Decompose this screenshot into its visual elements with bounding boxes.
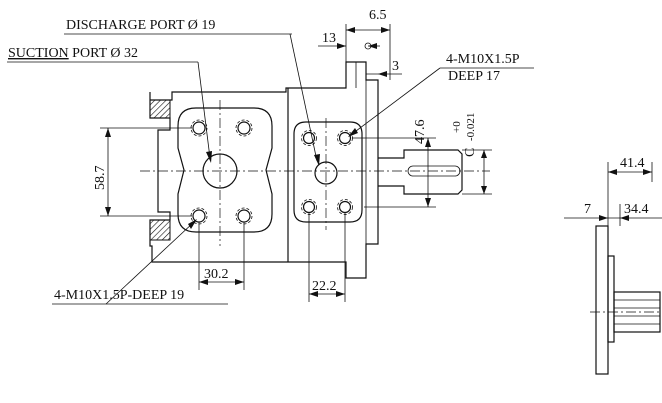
front-view-dimensions (100, 24, 492, 305)
dim-13: 13 (322, 31, 336, 46)
dim-30-2: 30.2 (204, 267, 229, 282)
shaft-tolerance-minus: -0.021 (465, 113, 477, 141)
pump-front-view (140, 61, 490, 279)
side-flange (595, 225, 609, 375)
dim-41-4: 41.4 (620, 156, 645, 171)
pump-side-view (564, 162, 662, 375)
dim-7: 7 (584, 202, 591, 217)
dim-6-5: 6.5 (369, 8, 387, 23)
drive-shaft (378, 149, 463, 195)
dim-58-7: 58.7 (93, 166, 108, 191)
shaft-tolerance-plus: +0 (451, 121, 463, 133)
discharge-bolt-holes (301, 130, 353, 215)
holes-top-label: 4-M10X1.5P (446, 52, 520, 67)
side-collar (607, 255, 615, 343)
suction-bolt-holes (190, 119, 253, 225)
holes-top-leader (351, 67, 441, 135)
suction-port-label-underlined: SUCTION (8, 46, 69, 61)
seal-top-hatch (149, 99, 171, 119)
holes-bottom-label: 4-M10X1.5P-DEEP 19 (54, 288, 184, 303)
suction-leader (197, 61, 211, 159)
dim-47-6: 47.6 (413, 120, 428, 145)
suction-port-label: SUCTION PORT Ø 32 (8, 46, 138, 61)
suction-port-label-rest: PORT Ø 32 (69, 46, 138, 61)
discharge-port-label: DISCHARGE PORT Ø 19 (66, 18, 215, 33)
dim-34-4: 34.4 (624, 202, 649, 217)
shaft-dimension-letter: C (463, 148, 478, 157)
seal-bottom-hatch (149, 219, 171, 241)
dim-3: 3 (392, 59, 399, 74)
suction-flange (177, 107, 273, 233)
dim-22-2: 22.2 (312, 279, 337, 294)
holes-top-depth-label: DEEP 17 (448, 69, 500, 84)
holes-bottom-leader (105, 221, 195, 305)
discharge-leader (289, 33, 318, 162)
